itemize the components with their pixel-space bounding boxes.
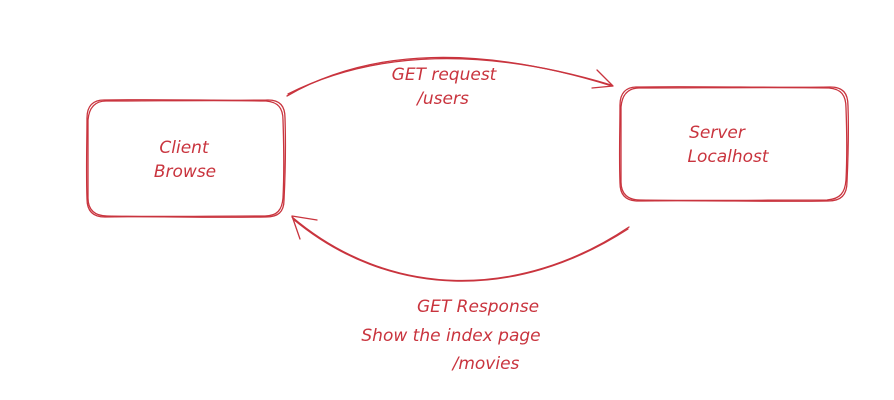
- request-arrow-line-second-pass: [287, 57, 612, 95]
- server-label-line1: Server: [689, 123, 746, 143]
- response-arrow-line-second-pass: [292, 218, 629, 282]
- response-arrow: [291, 215, 630, 282]
- client-box[interactable]: Client Browse: [85, 99, 287, 218]
- server-box-outline-second-pass: [620, 86, 848, 202]
- client-box-outline: [85, 99, 287, 218]
- server-label-line2: Localhost: [687, 147, 769, 167]
- server-box-outline: [618, 86, 850, 202]
- response-label-path: /movies: [451, 354, 520, 374]
- request-arrowhead: [591, 69, 614, 89]
- response-arrow-line: [291, 216, 630, 282]
- request-arrow: [286, 56, 614, 97]
- response-label-description: Show the index page: [361, 326, 540, 346]
- server-box[interactable]: Server Localhost: [618, 86, 850, 202]
- request-label-path: /users: [415, 89, 469, 109]
- client-label-line1: Client: [159, 138, 210, 158]
- request-label-method: GET request: [392, 65, 498, 85]
- response-arrowhead: [291, 215, 318, 240]
- client-label-line2: Browse: [154, 162, 216, 182]
- client-box-outline-second-pass: [87, 99, 285, 218]
- response-label-method: GET Response: [417, 297, 539, 317]
